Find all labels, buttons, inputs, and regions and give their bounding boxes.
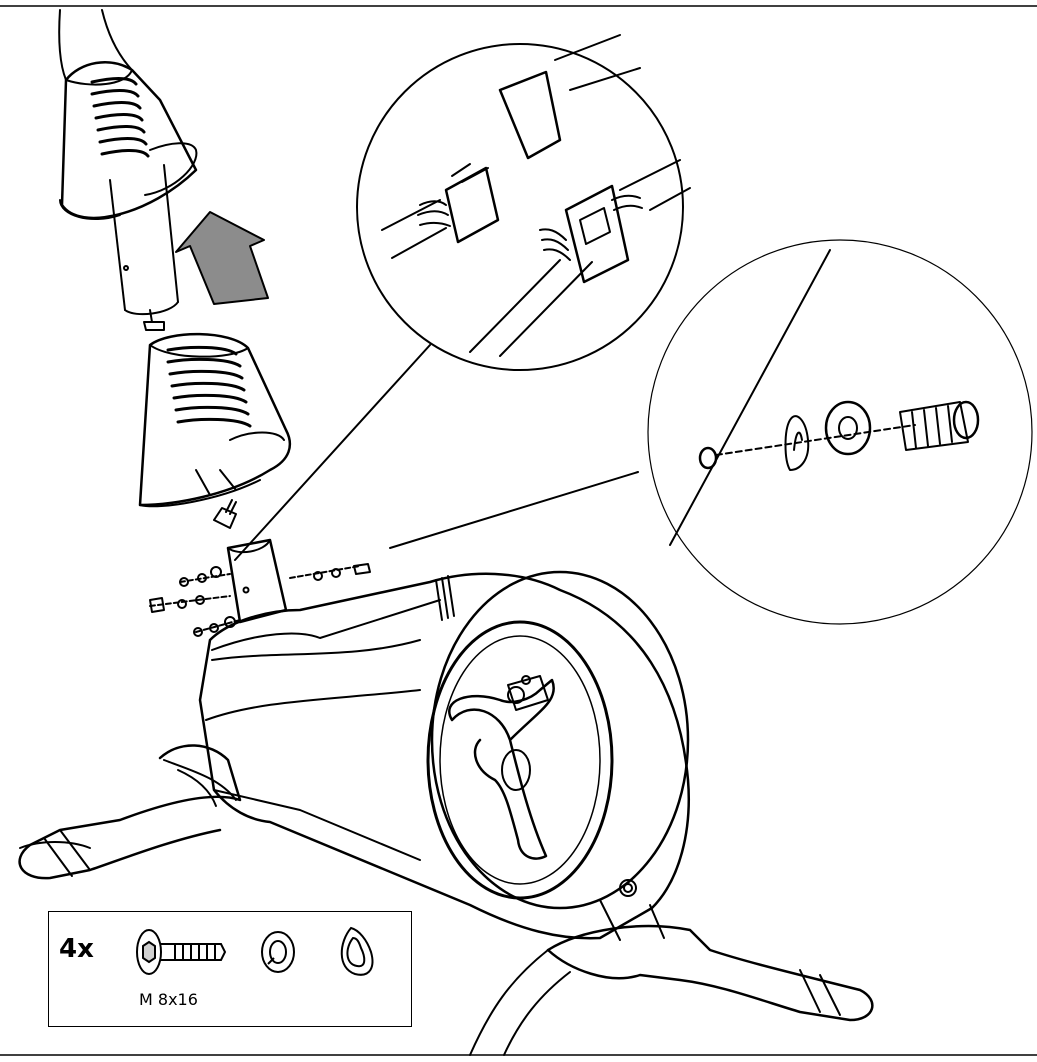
handlebar-post-upper xyxy=(58,9,198,331)
handlebar-cover-lower xyxy=(138,332,291,508)
fastener-set xyxy=(149,563,371,637)
parts-legend-box: 4x M 8x16 xyxy=(48,911,412,1027)
bolt-icon xyxy=(136,929,227,975)
detail-circle-bolt xyxy=(389,239,1033,625)
front-stabilizer xyxy=(18,744,242,880)
spring-washer-icon xyxy=(261,931,295,973)
bike-frame xyxy=(198,538,690,940)
lift-direction-arrow xyxy=(175,211,269,305)
parts-quantity: 4x xyxy=(59,934,94,964)
curved-washer-icon xyxy=(340,926,374,976)
rear-stabilizer xyxy=(469,899,874,1056)
cable-connector-small xyxy=(213,499,237,529)
detail-circle-connectors xyxy=(234,34,691,561)
bolt-size-label: M 8x16 xyxy=(139,990,198,1009)
